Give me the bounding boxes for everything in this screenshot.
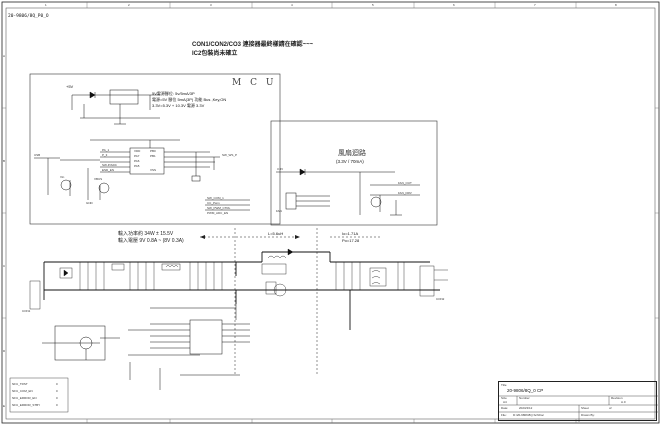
input-connector: CON1	[22, 309, 31, 313]
output-power-note: Po=17.28	[342, 238, 360, 243]
note-line-2: IC2包裝尚未確立	[192, 51, 238, 57]
mcu-port: VBUS	[94, 177, 103, 181]
size-value: A4	[503, 400, 507, 404]
aux-circuit	[42, 325, 120, 361]
input-voltage-note: 輸入電壓 9V 0.8A ~ (8V 0.3A)	[118, 238, 184, 244]
fan-circuit	[276, 168, 420, 216]
mcu-port: Vin	[60, 175, 65, 179]
pin-label: ESD_EN	[102, 168, 115, 172]
pd-controller	[128, 304, 250, 390]
outer-frame	[1, 1, 660, 424]
fan-output: FAN_OUT	[398, 181, 412, 185]
row-label: A	[3, 54, 6, 58]
title-label: Title	[501, 383, 507, 387]
status-row-value: 0	[56, 403, 58, 407]
number-label: Number	[519, 396, 530, 400]
sheet-label: Sheet	[581, 406, 589, 410]
size-label: Size	[501, 396, 507, 400]
power-bus	[43, 251, 440, 330]
fan-block-frame	[270, 120, 438, 226]
title-block: Title 20-9806/8Q_0 CP Size A4 Number Rev…	[498, 381, 658, 422]
mcu-chip	[34, 139, 250, 211]
chip-pin: PA5	[134, 164, 140, 168]
title-block-grid	[499, 395, 658, 422]
component-banks	[29, 248, 448, 310]
chip-pin: PB0	[150, 149, 156, 153]
pin-label: PA_1	[102, 148, 110, 152]
row-label: C	[3, 264, 6, 268]
mcu-output: PWM_ADC_EN	[207, 211, 229, 215]
row-label: B	[3, 159, 6, 163]
pin-label: P_3	[102, 153, 108, 157]
power-zone-lines	[200, 228, 380, 375]
col-label: 5	[372, 3, 374, 7]
mcu-spec-line: 3.3V=5.3V + 10.3V 電源 3.3V	[152, 103, 205, 108]
title-value: 20-9806/8Q_0 CP	[507, 388, 544, 393]
mcu-rail-label: +5V	[66, 84, 74, 89]
sheet-value: of	[609, 406, 612, 410]
revision-label: Revision	[611, 396, 623, 400]
note-line-1: CON1/CON2/CO3 連接器最終樣請在確認~~~	[192, 42, 314, 48]
arrow-right	[295, 235, 300, 239]
col-label: 4	[291, 3, 293, 7]
input-power-note: 輸入功率約 34W ± 15.5V	[118, 231, 174, 237]
row-label: E	[3, 404, 6, 408]
grid-ticks	[2, 2, 659, 423]
mcu-port: GND	[86, 201, 93, 205]
status-row-name: NFU_ERROR_STBY	[12, 403, 41, 407]
col-label: 7	[534, 3, 536, 7]
status-table-frame	[9, 377, 69, 413]
fan-subtitle: (3.3V / 70mA)	[336, 159, 364, 164]
status-row-value: 0	[56, 389, 58, 393]
col-label: 3	[210, 3, 212, 7]
fan-header: FAN	[276, 209, 282, 213]
inductor-label: L=5.6uH	[268, 231, 284, 236]
col-label: 2	[128, 3, 130, 7]
fan-output: FAN_DRV	[398, 191, 412, 195]
mcu-port: USB	[34, 153, 41, 157]
output-connector: CON2	[436, 297, 445, 301]
row-label: D	[3, 349, 6, 353]
chip-pin: PA6	[134, 159, 140, 163]
status-row-value: 0	[56, 396, 58, 400]
status-row-value: 0	[56, 382, 58, 386]
mcu-output: SW_WS_P	[222, 153, 238, 157]
file-value: D:\20-9806\8Q.SchDoc	[513, 413, 545, 417]
fan-title: 風扇迴路	[338, 149, 366, 157]
chip-pin: VSS	[150, 168, 157, 172]
mcu-regulator	[71, 89, 160, 125]
col-label: 1	[45, 3, 47, 7]
status-row-name: NFU_ERROR_EN	[12, 396, 37, 400]
date-label: Date:	[501, 406, 509, 410]
col-label: 8	[615, 3, 617, 7]
status-row-name: NFU_COM_EN	[12, 389, 33, 393]
drawn-by-label: Drawn By:	[581, 413, 595, 417]
mcu-output: SW_PWM_CTRL	[207, 206, 231, 210]
chip-pin: PA7	[134, 154, 140, 158]
fan-rail: 3.3V	[277, 167, 284, 171]
mcu-output: SW_COM_1	[207, 196, 224, 200]
chip-pin: VDD	[134, 149, 141, 153]
col-label: 6	[453, 3, 455, 7]
pin-label: SW-P/ADC	[102, 163, 117, 167]
chip-pin: PB1	[150, 154, 156, 158]
revision-value: A.0	[621, 400, 626, 404]
arrow-left	[200, 235, 205, 239]
mcu-block-frame	[29, 73, 281, 225]
mcu-output: CC_Pwm	[207, 201, 220, 205]
mcu-spec-line: 5V電源腳位: 5v/5mA/3P	[152, 91, 195, 96]
file-label: File:	[501, 413, 507, 417]
mcu-spec-line: 電源=5V 腳位 5mA(3P) 功能 Bus ,Key,ON	[152, 97, 227, 102]
status-row-name: NFU_TRST	[12, 382, 28, 386]
sheet-id: 20-9806/8Q_P0_O	[8, 14, 49, 19]
output-current-note: Io=1.71A	[342, 231, 359, 236]
inner-frame	[5, 7, 656, 420]
date-value: 2023/4/12	[519, 406, 533, 410]
mcu-title: M C U	[232, 78, 277, 88]
